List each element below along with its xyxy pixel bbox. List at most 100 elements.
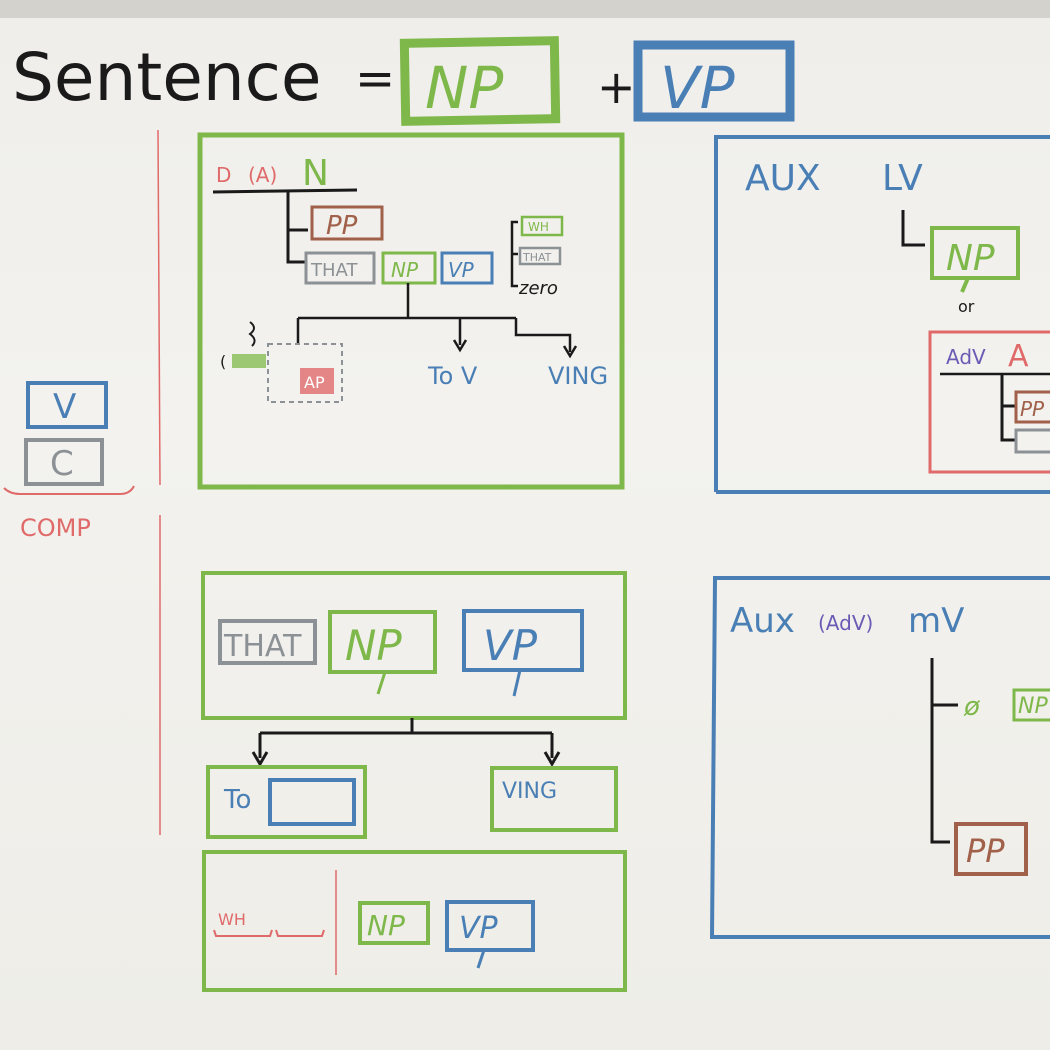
- np-dashed-ap-group: [267, 343, 343, 403]
- np-small-green-mark: [232, 354, 266, 368]
- comp-v-box: [26, 381, 108, 429]
- mv-np-box: [1012, 688, 1050, 722]
- clause-vp-box: [462, 609, 584, 672]
- plus-sign: +: [597, 60, 636, 114]
- np-header-d: D: [216, 163, 231, 187]
- clause-vp-stroke: [512, 669, 522, 697]
- divider-upper: [157, 129, 161, 486]
- mv-pp-label: PP: [966, 832, 1005, 870]
- clause-to-slot: [268, 778, 356, 826]
- wh-np-label: NP: [367, 909, 405, 942]
- mv-aux-label: Aux: [730, 601, 795, 641]
- clause-ving-label: VING: [502, 779, 557, 804]
- np-lower-tree: [296, 283, 572, 352]
- np-to-v-label: To V: [427, 362, 478, 390]
- lv-adv-label: AdV: [946, 345, 986, 369]
- lv-ap-box: [928, 330, 1050, 474]
- equals-sign: =: [355, 51, 395, 107]
- mv-structure-box: Aux (AdV) mV ø NP PP: [709, 576, 1050, 939]
- lv-pp-box: [1014, 390, 1050, 424]
- wh-vp-label: VP: [459, 911, 499, 946]
- np-structure-box: D (A) N PP THAT NP VP WH THAT zero ( AP …: [197, 132, 625, 490]
- comp-c-box: [24, 438, 104, 486]
- wh-underline-1: [213, 929, 273, 937]
- mv-null-label: ø: [963, 692, 981, 722]
- np-vp-box: [440, 251, 494, 285]
- np-vp-label: VP: [448, 258, 475, 282]
- lv-a-label: A: [1008, 339, 1029, 374]
- wh-structure-box: WH NP VP: [202, 850, 627, 992]
- np-pp-box: [310, 205, 384, 241]
- np-box-frame: [197, 132, 625, 490]
- np-that-small-box: [518, 246, 562, 266]
- title-row: Sentence = NP + VP: [12, 36, 795, 126]
- np-wh-box: [520, 215, 564, 237]
- np-ap-label: AP: [304, 373, 325, 392]
- wh-np-box: [358, 901, 430, 945]
- clause-vp-label: VP: [483, 621, 538, 670]
- lv-ap-branch: [1000, 374, 1016, 442]
- mv-mv-label: mV: [908, 601, 964, 641]
- np-header-bar: [212, 188, 358, 194]
- np-np-label: NP: [391, 258, 419, 282]
- wh-wh-label: WH: [218, 910, 246, 929]
- np-pp-label: PP: [326, 211, 358, 241]
- lv-or-label: or: [958, 297, 975, 316]
- comp-c-label: C: [50, 444, 74, 484]
- np-open-paren: (: [220, 352, 226, 371]
- clause-that-label: THAT: [223, 629, 302, 664]
- lv-small-gray-box: [1014, 428, 1050, 454]
- lv-pp-label: PP: [1020, 397, 1045, 421]
- comp-group: V C COMP: [3, 129, 161, 835]
- wh-box-frame: [202, 850, 627, 992]
- clause-tree-arrows: [251, 751, 561, 767]
- wh-vp-box: [445, 900, 535, 952]
- lv-np-box: [930, 226, 1020, 280]
- title-vp-label: VP: [660, 54, 735, 122]
- np-zero-label: zero: [518, 278, 558, 299]
- np-header-a: (A): [248, 163, 277, 187]
- sentence-title: Sentence: [12, 39, 322, 116]
- wh-vp-stroke: [476, 949, 486, 969]
- lv-structure-box: AUX LV NP or AdV A PP: [714, 135, 1050, 494]
- np-that-label: THAT: [310, 260, 358, 281]
- np-ap-box: [300, 368, 334, 394]
- np-ving-label: VING: [548, 362, 608, 390]
- clause-tree: [258, 718, 554, 758]
- clause-to-label: To: [223, 785, 251, 815]
- clause-ving-box: [490, 766, 618, 832]
- np-header-n: N: [302, 153, 329, 194]
- np-wh-label: WH: [528, 220, 549, 234]
- clause-to-box: [206, 765, 367, 839]
- np-that-box: [304, 251, 376, 285]
- mv-branch: [930, 658, 958, 844]
- lv-lv-label: LV: [882, 158, 923, 199]
- mv-np-label: NP: [1018, 694, 1048, 719]
- clause-box-frame: [201, 571, 627, 720]
- comp-brace: [3, 485, 135, 495]
- board-top-edge: [0, 0, 1050, 18]
- mv-adv-label: (AdV): [818, 611, 873, 635]
- wh-underline-2: [275, 929, 325, 937]
- comp-label: COMP: [20, 514, 91, 542]
- mv-pp-box: [954, 822, 1028, 876]
- lv-np-stroke: [960, 277, 970, 293]
- np-lower-arrows: [452, 339, 578, 359]
- mv-box-frame: [709, 576, 1050, 939]
- clause-structure-box: THAT NP VP To VING: [201, 571, 627, 839]
- np-that-small-label: THAT: [522, 251, 552, 264]
- title-np-box: [399, 36, 561, 126]
- np-options-brace: [510, 220, 518, 288]
- lv-aux-label: AUX: [745, 158, 821, 199]
- title-np-label: NP: [425, 54, 503, 122]
- clause-np-box: [328, 610, 437, 674]
- clause-np-stroke: [376, 671, 387, 695]
- clause-that-box: [218, 619, 317, 665]
- comp-v-label: V: [53, 387, 76, 427]
- lv-box-frame: [714, 135, 1050, 494]
- lv-np-label: NP: [946, 238, 995, 279]
- title-vp-box: [633, 40, 795, 122]
- np-branch: [286, 192, 308, 264]
